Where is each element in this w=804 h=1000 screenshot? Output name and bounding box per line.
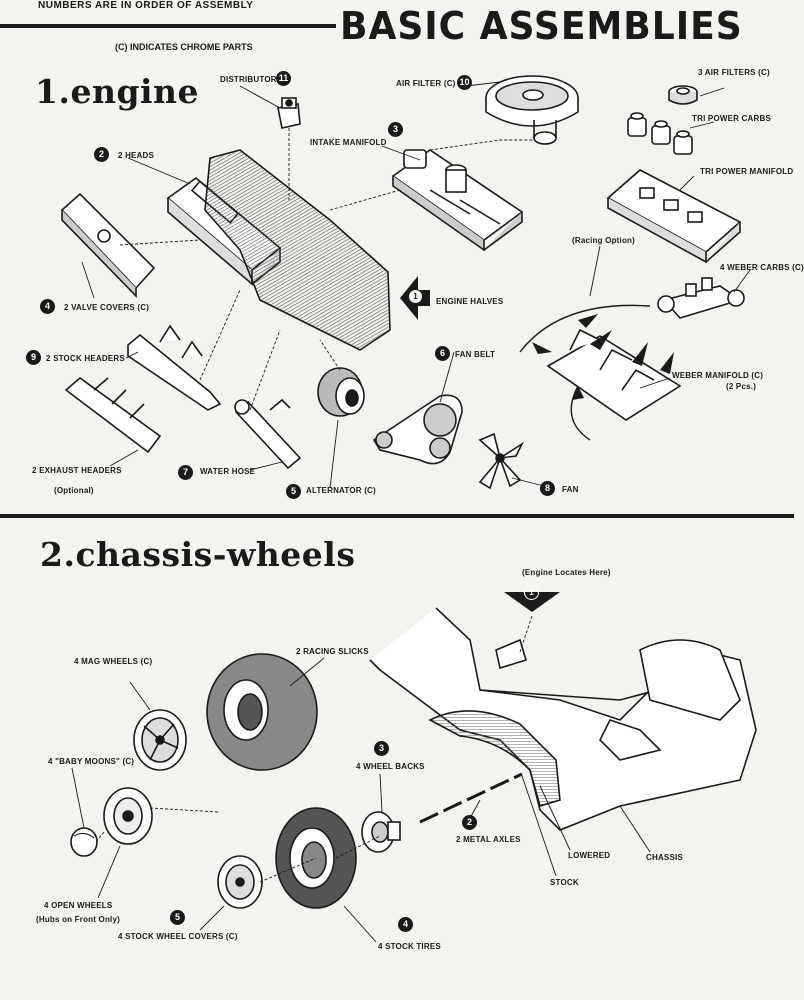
label-baby-moons: 4 "BABY MOONS" (C) bbox=[48, 757, 135, 766]
label-optional: (Optional) bbox=[54, 486, 94, 495]
water-hose-part bbox=[234, 398, 302, 470]
step-number-water-hose: 7 bbox=[178, 465, 193, 480]
label-mag-wheels: 4 MAG WHEELS (C) bbox=[74, 657, 153, 666]
label-engine-locates: (Engine Locates Here) bbox=[522, 568, 611, 577]
assembly-order-note: NUMBERS ARE IN ORDER OF ASSEMBLY bbox=[38, 0, 254, 11]
label-hubs-front: (Hubs on Front Only) bbox=[36, 915, 120, 924]
step-number-stock-wheel-covers: 5 bbox=[170, 910, 185, 925]
wheel-back-part bbox=[361, 811, 401, 853]
valve-cover-part bbox=[60, 192, 156, 298]
alternator-part bbox=[317, 367, 365, 417]
label-intake-manifold: INTAKE MANIFOLD bbox=[310, 138, 387, 147]
tri-power-carbs-part bbox=[627, 112, 693, 155]
stock-wheel-cover-part bbox=[217, 855, 263, 909]
label-metal-axles: 2 METAL AXLES bbox=[456, 835, 521, 844]
step-number-engine-halves: 1 bbox=[408, 289, 423, 304]
label-alternator: ALTERNATOR (C) bbox=[306, 486, 376, 495]
exhaust-headers-part bbox=[64, 376, 162, 454]
step-number-distributor: 11 bbox=[276, 71, 291, 86]
label-stock: STOCK bbox=[550, 878, 579, 887]
fan-belt-part bbox=[372, 394, 463, 465]
label-exhaust-headers: 2 EXHAUST HEADERS bbox=[32, 466, 122, 475]
step-number-stock-headers: 9 bbox=[26, 350, 41, 365]
tri-power-manifold-part bbox=[606, 169, 742, 264]
step-number-intake-manifold: 3 bbox=[388, 122, 403, 137]
chassis-part bbox=[369, 607, 757, 831]
stock-headers-part bbox=[127, 324, 222, 411]
racing-slicks-part bbox=[206, 653, 318, 771]
label-open-wheels: 4 OPEN WHEELS bbox=[44, 901, 113, 910]
label-tri-power-carbs: TRI POWER CARBS bbox=[692, 114, 771, 123]
baby-moon-part bbox=[70, 827, 98, 857]
label-stock-tires: 4 STOCK TIRES bbox=[378, 942, 441, 951]
metal-axle-part bbox=[419, 772, 523, 824]
step-number-engine-locates: 1 bbox=[524, 585, 539, 600]
engine-halves-part bbox=[204, 149, 391, 351]
chassis-section-title: 2.chassis-wheels bbox=[40, 535, 356, 574]
label-air-filter: AIR FILTER (C) bbox=[396, 79, 456, 88]
step-number-wheel-backs: 3 bbox=[374, 741, 389, 756]
step-number-fan: 8 bbox=[540, 481, 555, 496]
label-fan: FAN bbox=[562, 485, 579, 494]
engine-section-title: 1.engine bbox=[35, 72, 200, 111]
step-number-fan-belt: 6 bbox=[435, 346, 450, 361]
label-stock-headers: 2 STOCK HEADERS bbox=[46, 354, 125, 363]
label-tri-power-manifold: TRI POWER MANIFOLD bbox=[700, 167, 794, 176]
page-title: BASIC ASSEMBLIES bbox=[340, 4, 743, 48]
label-racing-option: (Racing Option) bbox=[572, 236, 635, 245]
label-stock-wheel-covers: 4 STOCK WHEEL COVERS (C) bbox=[118, 932, 238, 941]
label-three-air-filters: 3 AIR FILTERS (C) bbox=[698, 68, 770, 77]
fan-part bbox=[478, 432, 525, 490]
label-valve-covers: 2 VALVE COVERS (C) bbox=[64, 303, 150, 312]
step-number-valve-covers: 4 bbox=[40, 299, 55, 314]
label-lowered: LOWERED bbox=[568, 851, 611, 860]
section-divider bbox=[0, 514, 794, 518]
label-water-hose: WATER HOSE bbox=[200, 467, 256, 476]
label-engine-halves: ENGINE HALVES bbox=[436, 297, 504, 306]
chrome-parts-note: (C) INDICATES CHROME PARTS bbox=[115, 42, 253, 52]
label-weber-carbs: 4 WEBER CARBS (C) bbox=[720, 263, 804, 272]
step-number-heads: 2 bbox=[94, 147, 109, 162]
label-weber-manifold-pcs: (2 Pcs.) bbox=[726, 382, 757, 391]
label-distributor: DISTRIBUTOR bbox=[220, 75, 277, 84]
label-wheel-backs: 4 WHEEL BACKS bbox=[356, 762, 425, 771]
racing-option-arc bbox=[570, 385, 591, 441]
weber-manifold-part bbox=[546, 328, 682, 421]
step-number-air-filter: 10 bbox=[457, 75, 472, 90]
air-filter-part bbox=[485, 75, 579, 145]
racing-option-arc bbox=[519, 304, 651, 353]
weber-carbs-part bbox=[657, 277, 745, 319]
three-air-filters-part bbox=[668, 85, 698, 105]
label-racing-slicks: 2 RACING SLICKS bbox=[296, 647, 369, 656]
label-weber-manifold: WEBER MANIFOLD (C) bbox=[672, 371, 764, 380]
engine-locates-arrow bbox=[504, 592, 560, 612]
mag-wheel-part bbox=[133, 709, 187, 771]
step-number-metal-axles: 2 bbox=[462, 815, 477, 830]
step-number-stock-tires: 4 bbox=[398, 917, 413, 932]
label-heads: 2 HEADS bbox=[118, 151, 155, 160]
header-rule bbox=[0, 24, 336, 28]
distributor-part bbox=[277, 97, 301, 129]
open-wheel-part bbox=[103, 787, 153, 845]
label-chassis: CHASSIS bbox=[646, 853, 683, 862]
step-number-alternator: 5 bbox=[286, 484, 301, 499]
label-fan-belt: FAN BELT bbox=[455, 350, 496, 359]
